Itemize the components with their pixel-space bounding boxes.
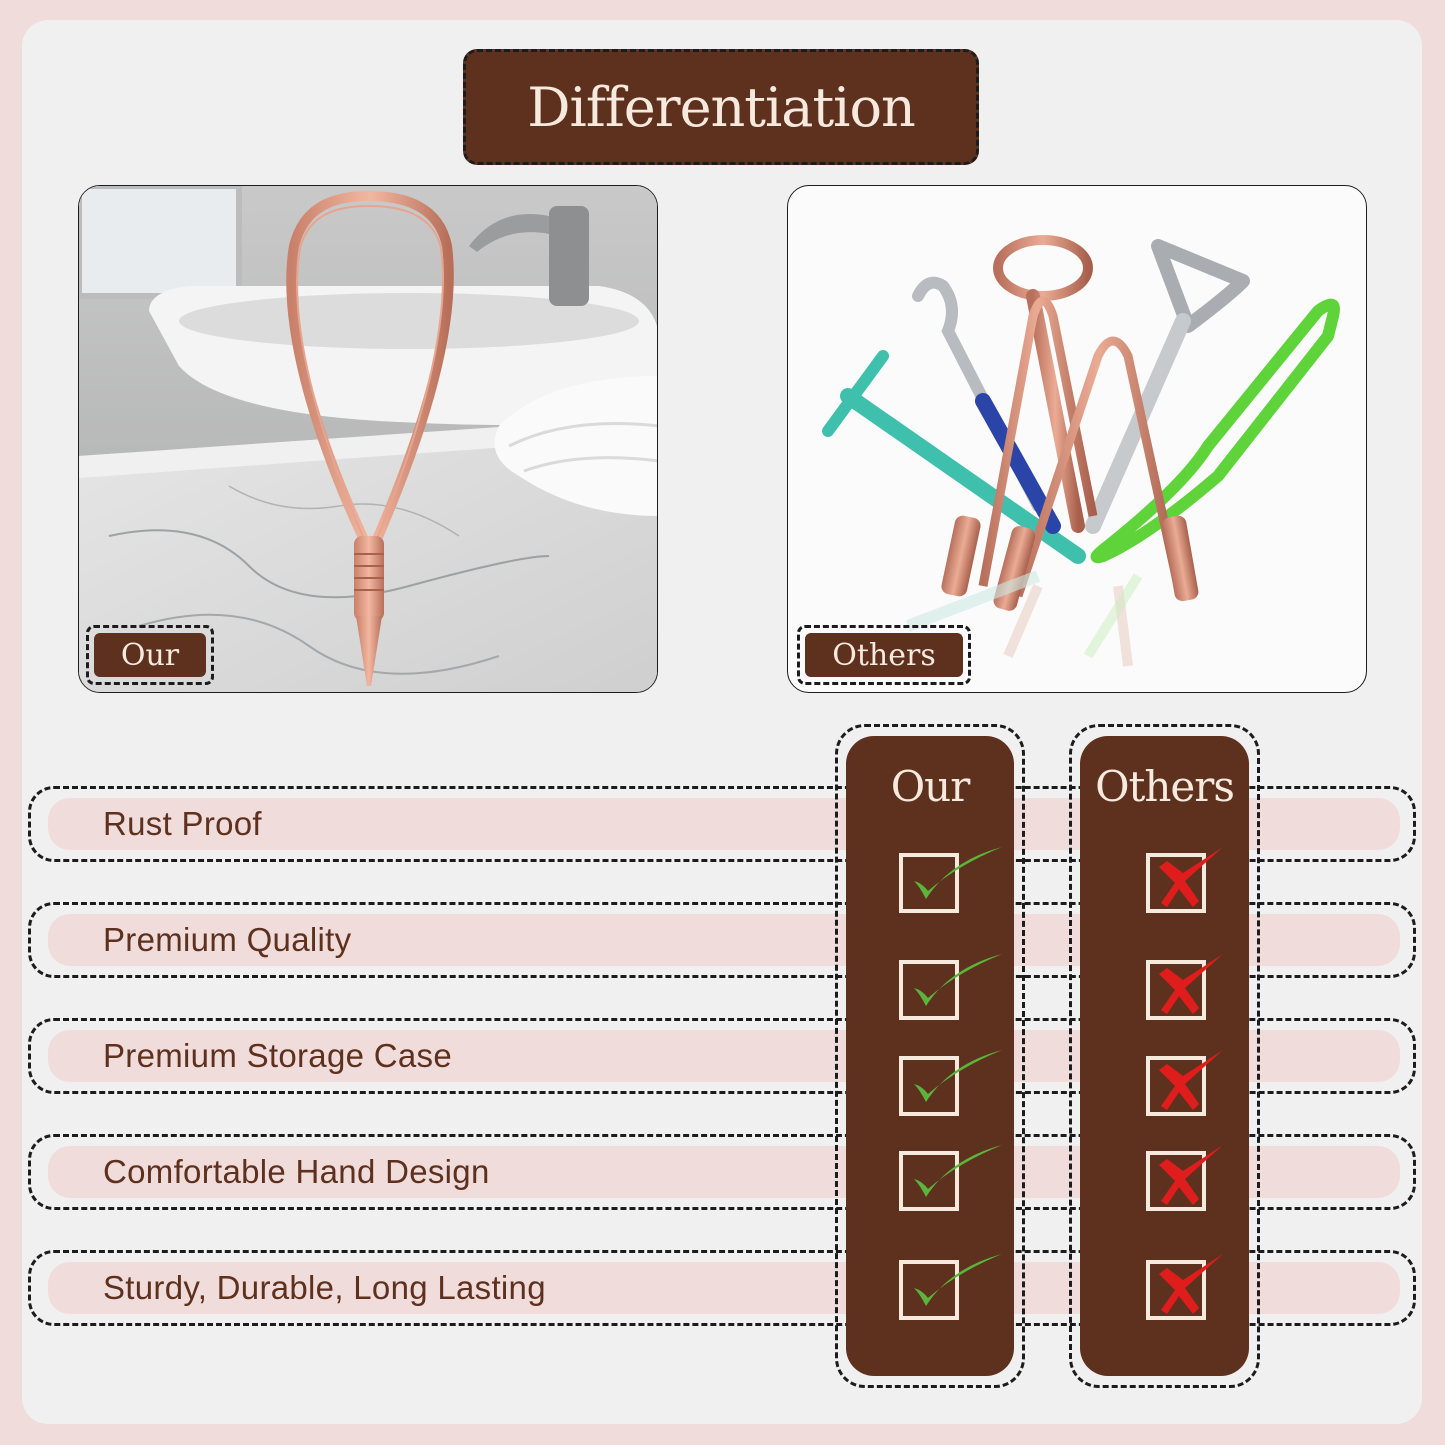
bathroom-scene-illustration (79, 186, 657, 692)
cross-icon (1146, 1145, 1223, 1211)
our-product-photo (78, 185, 658, 693)
title-badge: Differentiation (463, 49, 979, 165)
competitor-scrapers-illustration (822, 235, 1340, 667)
cross-icon (1146, 847, 1223, 913)
cross-icon (1146, 1254, 1223, 1320)
cross-icon (1146, 954, 1223, 1020)
feature-label: Comfortable Hand Design (103, 1153, 490, 1190)
our-photo-tag-label: Our (94, 633, 206, 677)
cross-icon (1146, 1050, 1223, 1116)
feature-label: Sturdy, Durable, Long Lasting (103, 1269, 546, 1306)
our-photo-tag: Our (86, 625, 214, 685)
our-column-header: Our (890, 761, 971, 811)
others-column-header: Others (1095, 761, 1235, 811)
others-photo-tag: Others (797, 625, 971, 685)
check-icon (899, 1254, 1002, 1320)
others-product-photo (787, 185, 1367, 693)
page-title: Differentiation (527, 75, 915, 139)
others-photo-tag-label: Others (805, 633, 963, 677)
check-icon (899, 954, 1002, 1020)
feature-label: Premium Storage Case (103, 1037, 452, 1074)
check-icon (899, 1145, 1002, 1211)
feature-label: Premium Quality (103, 921, 352, 958)
check-icon (899, 847, 1002, 913)
feature-label: Rust Proof (103, 805, 262, 842)
check-icon (899, 1050, 1002, 1116)
